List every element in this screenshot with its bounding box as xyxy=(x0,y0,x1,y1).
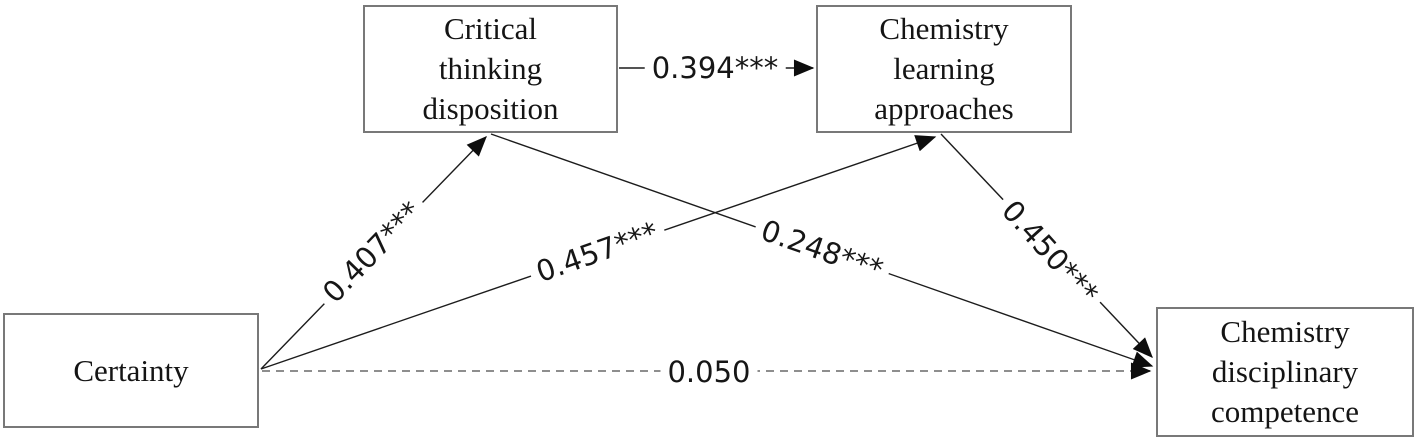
box-chemistry-disciplinary-competence: Chemistry disciplinary competence xyxy=(1156,307,1414,437)
box-certainty: Certainty xyxy=(3,313,259,428)
coefficient-ctd-to-cla: 0.394*** xyxy=(644,51,786,85)
box-chemistry-learning-approaches: Chemistry learning approaches xyxy=(816,5,1072,133)
coefficient-certainty-to-cdc: 0.050 xyxy=(660,355,758,389)
box-critical-thinking-disposition: Critical thinking disposition xyxy=(363,5,618,133)
